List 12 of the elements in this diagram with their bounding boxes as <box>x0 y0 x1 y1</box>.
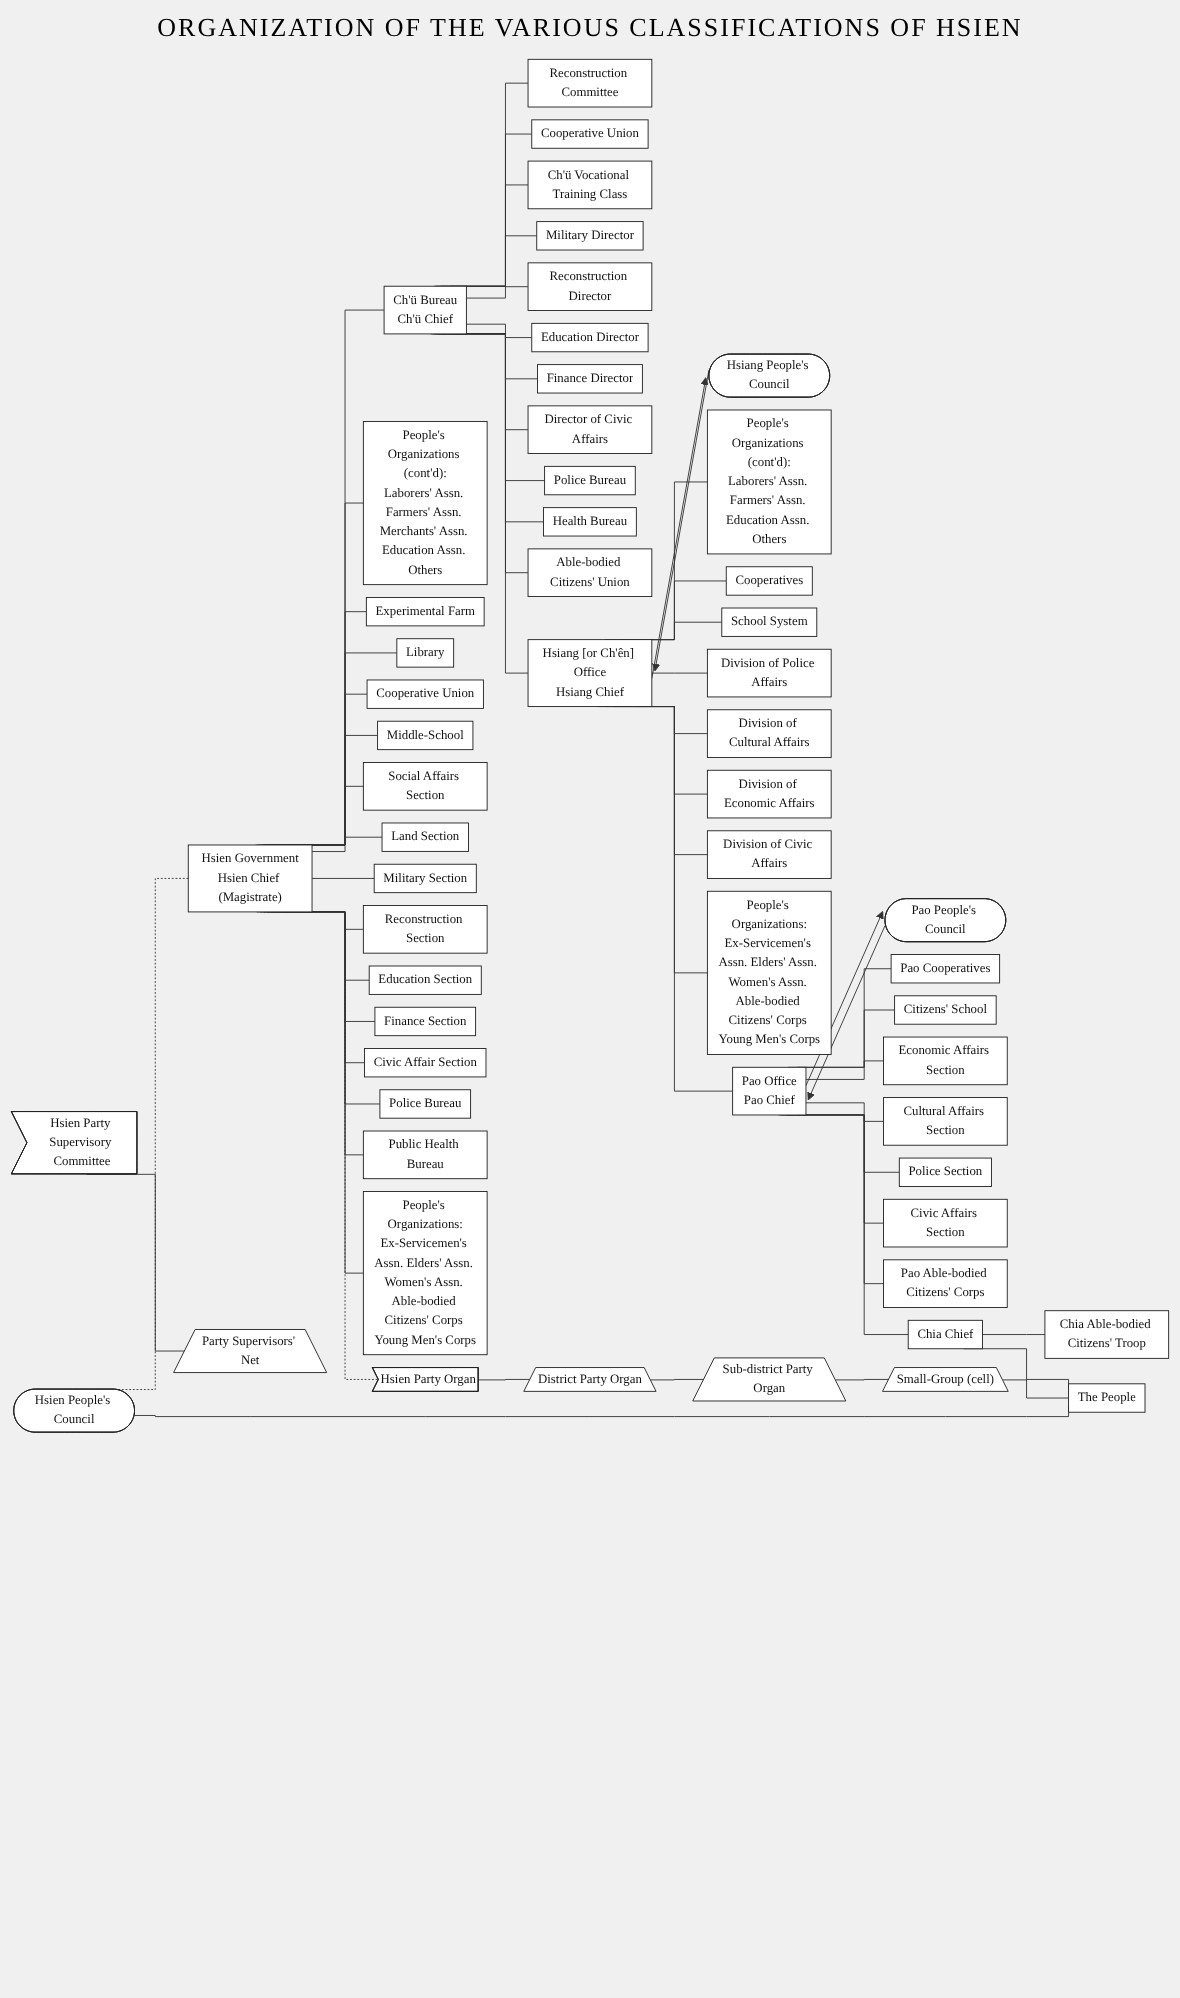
connector <box>311 836 383 852</box>
connector <box>465 286 529 299</box>
diagram-title: ORGANIZATION OF THE VARIOUS CLASSIFICATIONS OF HSIEN <box>155 12 1025 44</box>
connector <box>805 1060 884 1080</box>
connector <box>465 323 533 339</box>
connector <box>311 878 375 879</box>
connector <box>805 1102 884 1122</box>
connector <box>835 1379 890 1381</box>
connector <box>650 1379 705 1381</box>
connector <box>478 1379 531 1381</box>
connector <box>651 672 708 674</box>
connector <box>982 1334 1046 1335</box>
